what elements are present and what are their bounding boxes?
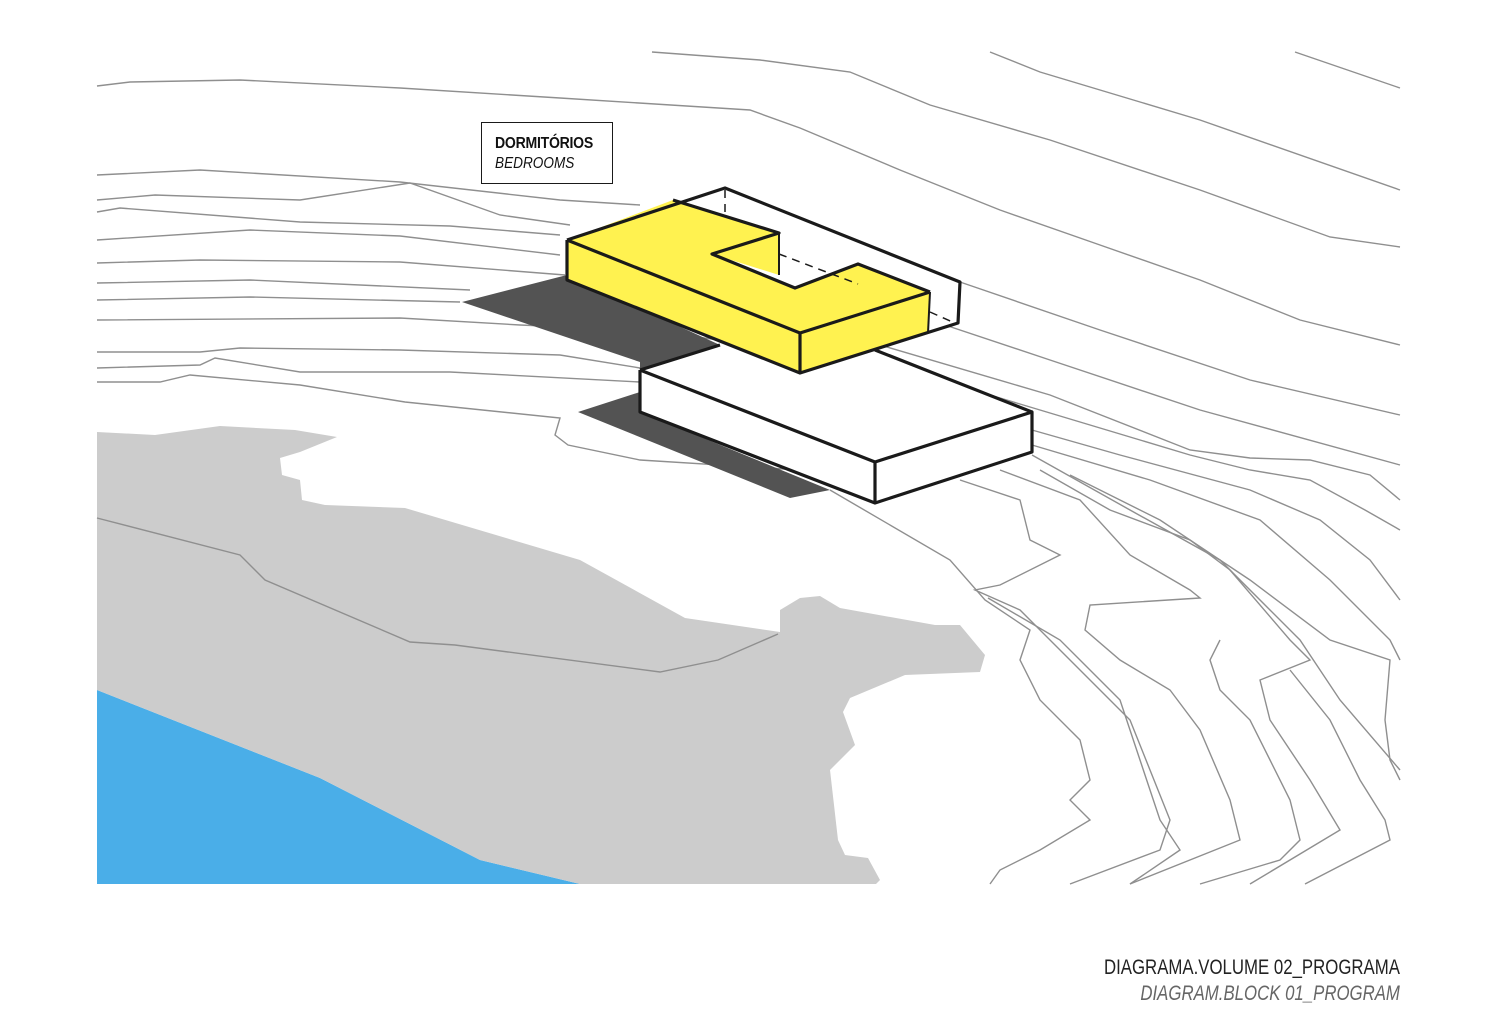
lower-block-shadow [578,392,830,498]
diagram-caption: DIAGRAMA.VOLUME 02_PROGRAMA DIAGRAM.BLOC… [1030,955,1400,1007]
land-contour [96,517,779,673]
upper-block-bedrooms [565,186,962,375]
label-subtitle: BEDROOMS [495,155,575,172]
caption-line-1: DIAGRAMA.VOLUME 02_PROGRAMA [1104,956,1400,979]
contour-lines [96,51,1401,885]
land-area [97,426,985,884]
program-label: DORMITÓRIOS BEDROOMS [481,122,613,184]
bedrooms-volume-top [567,200,930,333]
bedrooms-volume-front [567,240,800,373]
water-area [97,690,580,884]
lower-block [638,343,1034,505]
upper-block-shadow [462,275,720,370]
caption-line-2: DIAGRAM.BLOCK 01_PROGRAM [1140,982,1400,1005]
label-title: DORMITÓRIOS [495,135,594,152]
bedrooms-volume-side [800,292,930,373]
